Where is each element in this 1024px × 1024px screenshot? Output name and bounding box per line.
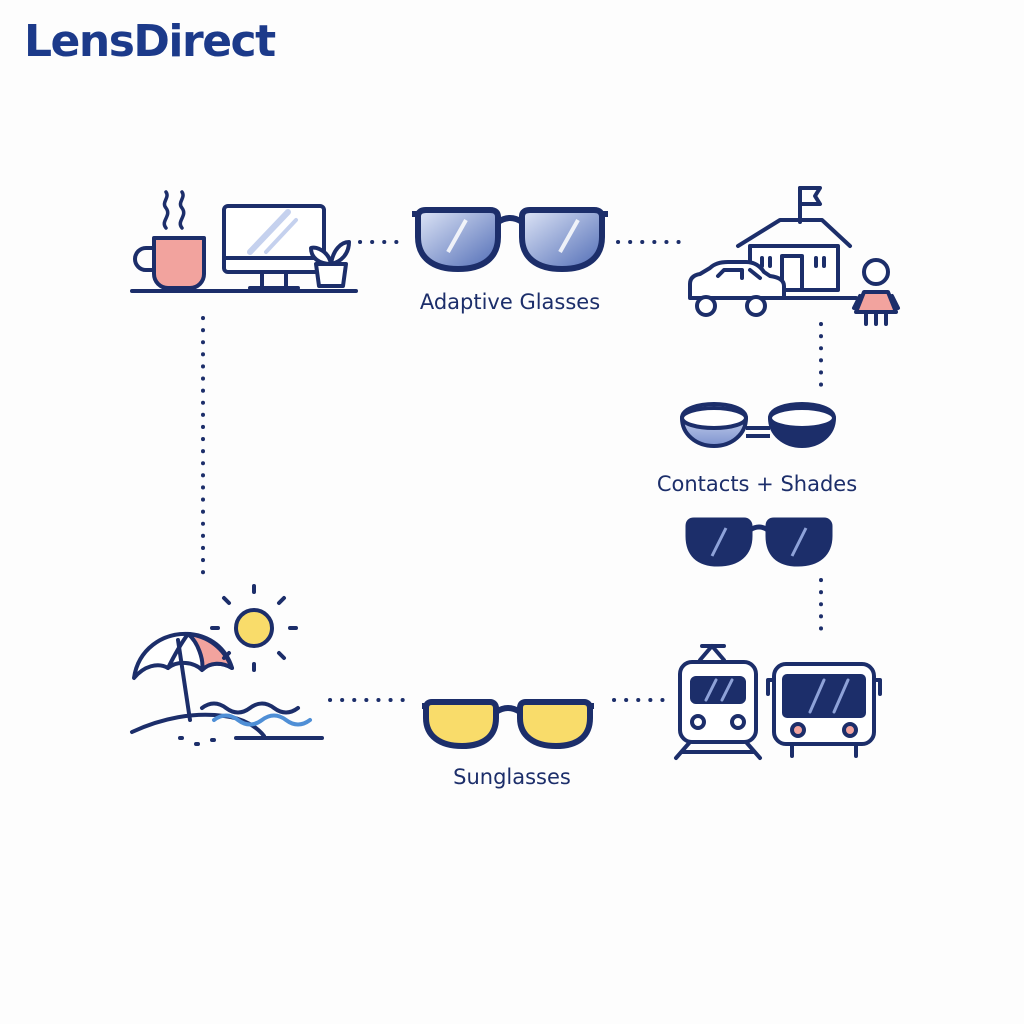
town-scene bbox=[688, 186, 900, 326]
label-sunglasses: Sunglasses bbox=[453, 765, 571, 789]
office-scene bbox=[130, 190, 358, 293]
transit-scene bbox=[674, 644, 882, 760]
bus-icon bbox=[766, 662, 882, 758]
dark-shades-icon bbox=[685, 517, 833, 567]
brand-logo: LensDirect bbox=[24, 16, 276, 67]
waves-icon bbox=[200, 701, 324, 740]
contact-lenses-icon bbox=[680, 402, 836, 448]
monitor-icon bbox=[222, 204, 326, 290]
label-contacts-shades: Contacts + Shades bbox=[656, 472, 858, 496]
sun-icon bbox=[210, 584, 298, 672]
coffee-mug-icon bbox=[133, 190, 206, 290]
adaptive-glasses-icon bbox=[412, 207, 608, 272]
connector-lines bbox=[201, 240, 823, 702]
train-icon bbox=[674, 644, 762, 760]
child-icon bbox=[852, 258, 900, 326]
car-icon bbox=[688, 260, 786, 317]
sunglasses-icon bbox=[422, 699, 594, 749]
beach-umbrella-icon bbox=[132, 631, 234, 722]
beach-scene bbox=[130, 584, 324, 746]
potted-plant-icon bbox=[309, 240, 351, 288]
label-adaptive-glasses: Adaptive Glasses bbox=[419, 290, 601, 314]
